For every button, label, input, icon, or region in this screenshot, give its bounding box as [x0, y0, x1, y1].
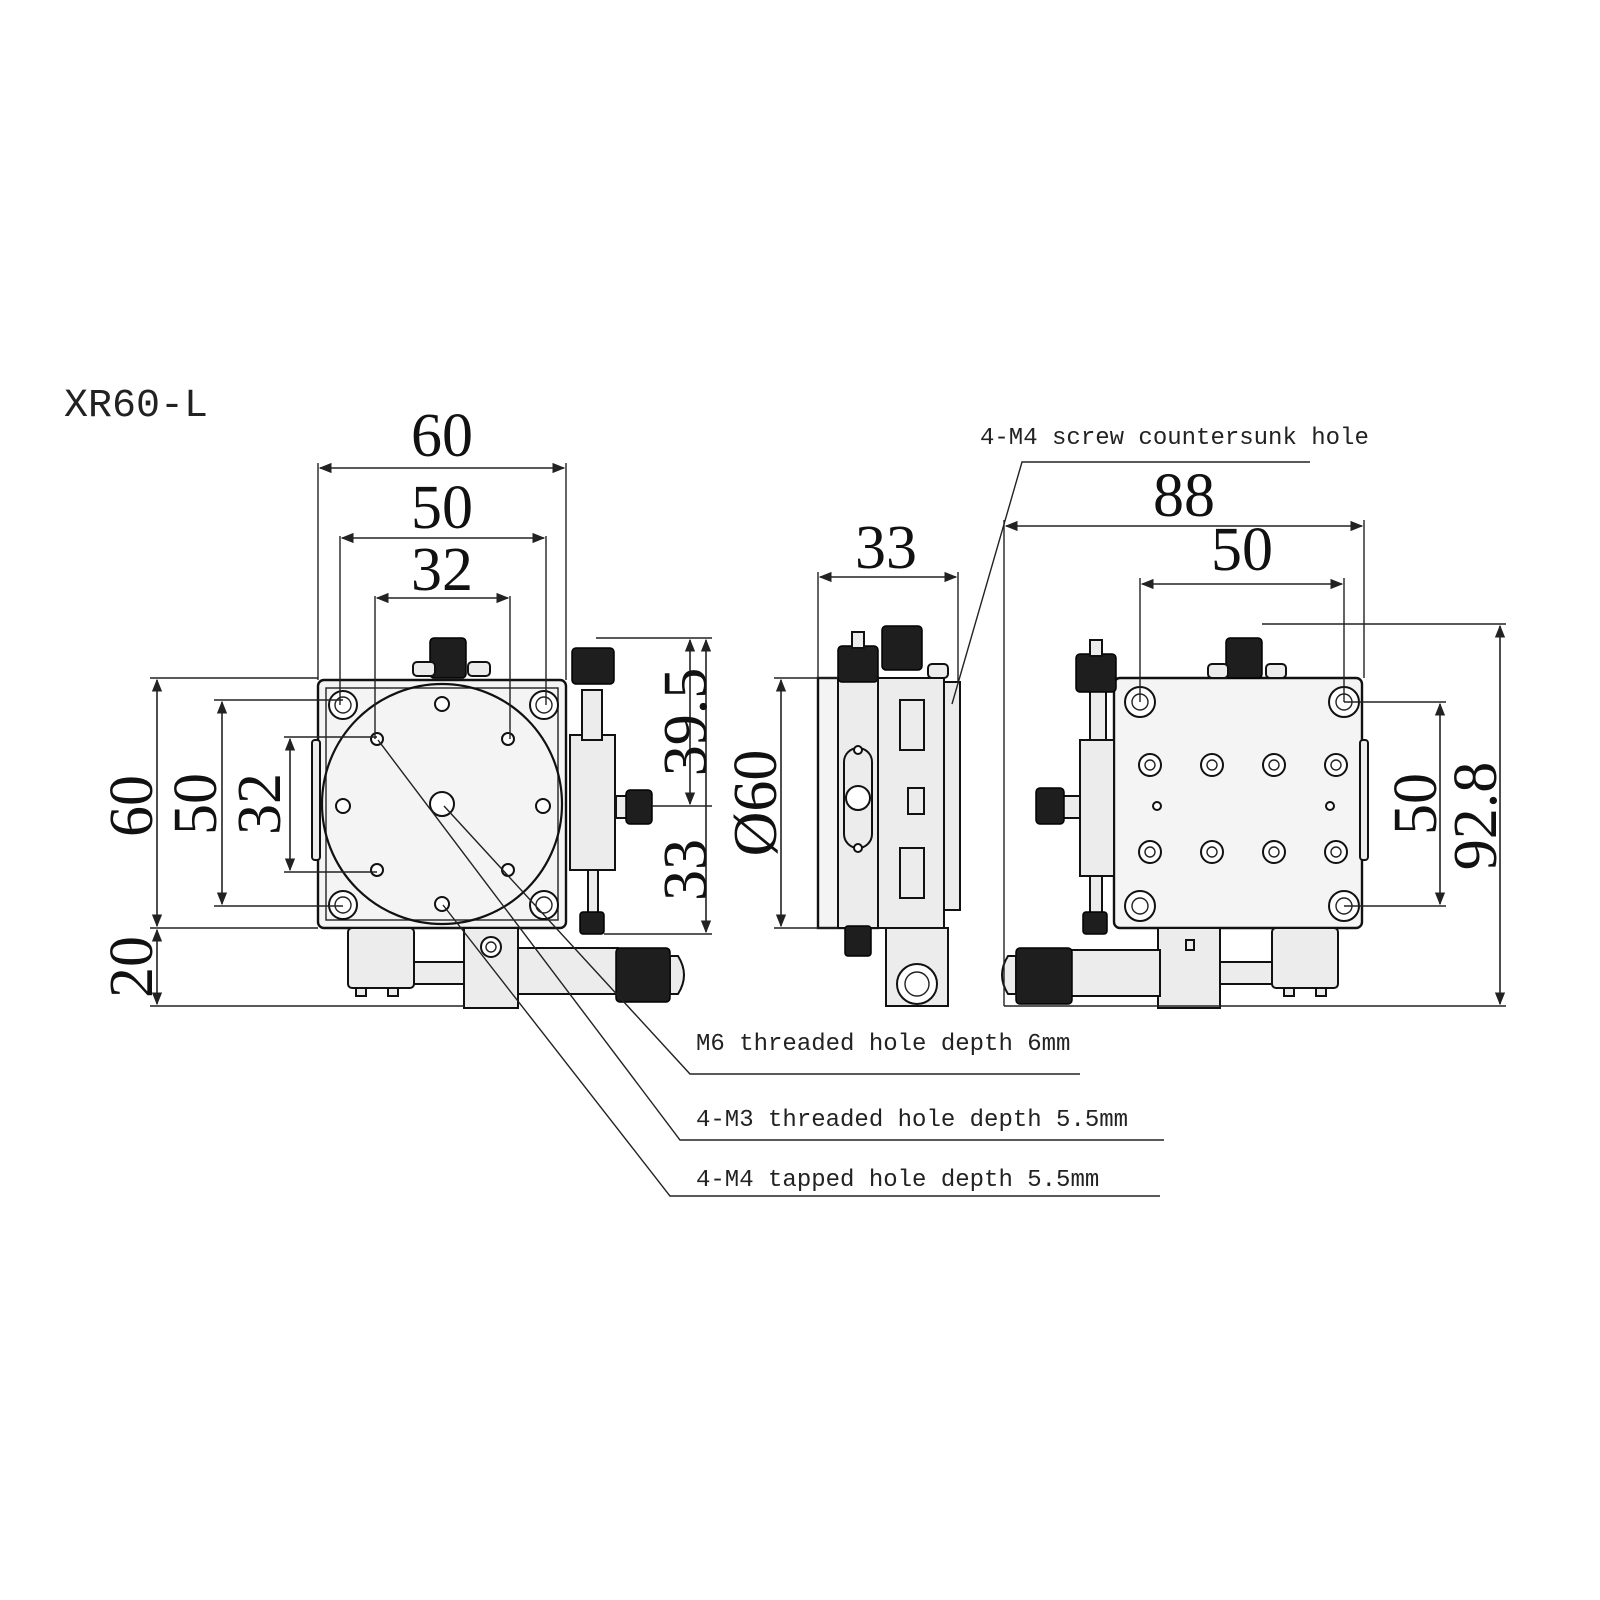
dim-top-height-50: 50 — [1382, 773, 1450, 835]
front-view: 60 50 32 60 50 32 20 — [98, 402, 720, 1009]
dim-front-height-60: 60 — [98, 775, 166, 837]
micrometer-housing — [569, 734, 616, 871]
dim-side-diameter-60: Ø60 — [722, 750, 790, 857]
dim-top-height-92-8: 92.8 — [1442, 762, 1510, 871]
base-micrometer-knurl — [615, 947, 671, 1003]
dim-front-width-32: 32 — [411, 536, 473, 604]
dim-front-height-32: 32 — [226, 773, 294, 835]
side-view: 33 Ø60 — [722, 514, 961, 1007]
dim-micrometer-39-5: 39.5 — [652, 668, 720, 777]
callouts: 4-M4 screw countersunk hole M6 threaded … — [377, 425, 1369, 1197]
dim-front-width-60: 60 — [411, 402, 473, 470]
dim-top-width-88: 88 — [1153, 462, 1215, 530]
dim-front-height-50: 50 — [162, 773, 230, 835]
corner-holes — [328, 690, 559, 920]
note-m6-threaded-hole: M6 threaded hole depth 6mm — [696, 1031, 1070, 1058]
rotary-platform — [320, 682, 564, 926]
micrometer-knurl — [571, 647, 615, 685]
dim-side-width-33: 33 — [855, 514, 917, 582]
model-title: XR60-L — [64, 384, 208, 429]
dim-front-width-50: 50 — [411, 474, 473, 542]
top-stage-body — [1112, 676, 1364, 930]
note-m3-threaded-hole: 4-M3 threaded hole depth 5.5mm — [696, 1107, 1128, 1134]
top-threaded-holes — [1138, 753, 1348, 864]
top-knob — [429, 637, 467, 679]
dim-front-base-20: 20 — [98, 936, 166, 998]
dim-top-width-50: 50 — [1211, 516, 1273, 584]
note-countersunk-hole: 4-M4 screw countersunk hole — [980, 425, 1369, 452]
top-view: 88 50 50 92.8 — [1001, 462, 1510, 1009]
note-m4-tapped-hole: 4-M4 tapped hole depth 5.5mm — [696, 1167, 1099, 1194]
dim-micrometer-33: 33 — [652, 839, 720, 901]
